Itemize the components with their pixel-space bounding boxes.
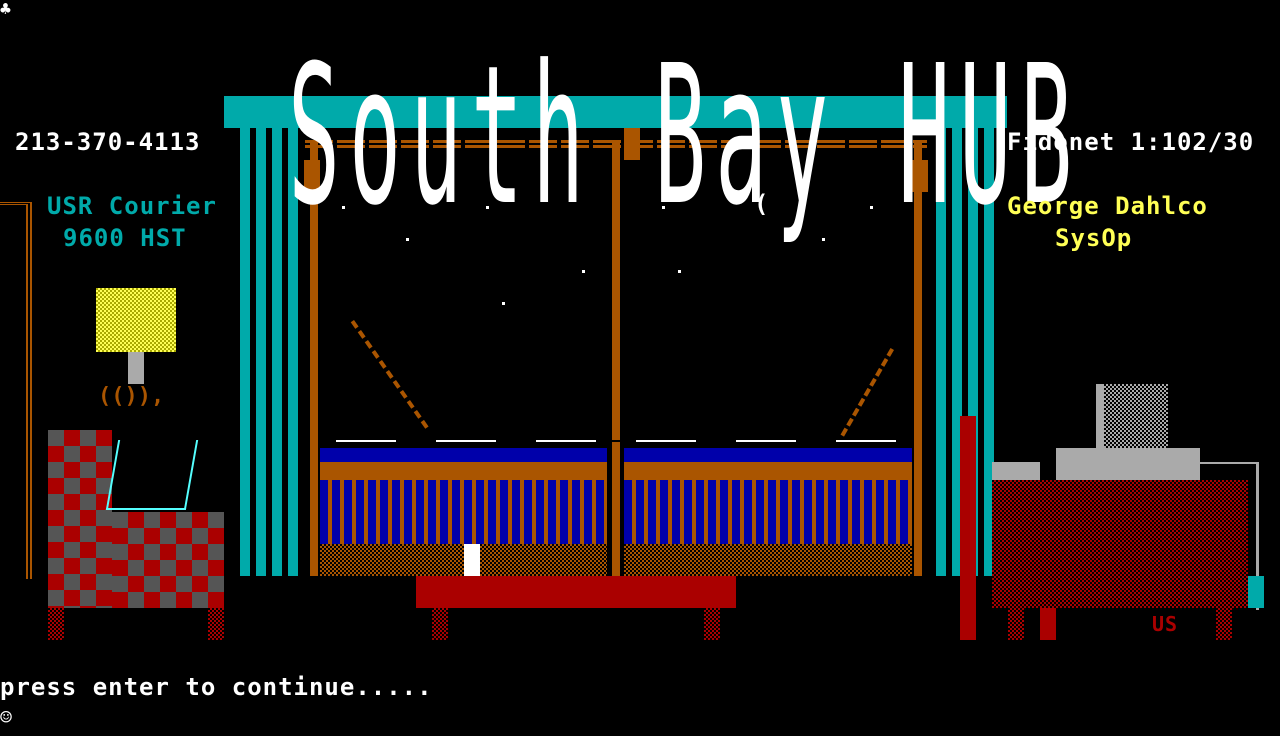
star (582, 270, 585, 273)
smiley-cursor-icon: ☺ (0, 705, 13, 729)
wall-base (320, 544, 607, 576)
modem-speed: 9600 HST (63, 224, 187, 252)
window-post-cap (624, 128, 640, 160)
wall-base (624, 544, 912, 576)
star (870, 206, 873, 209)
coffee-table (416, 576, 736, 608)
curtain-tie-left (350, 317, 432, 429)
cursor-block (464, 544, 480, 576)
door-post (960, 416, 976, 640)
computer-case (1056, 448, 1200, 480)
lamp-stem (128, 352, 144, 384)
sill-blue (320, 448, 607, 462)
window-post-middle (612, 140, 620, 576)
table-leg (704, 608, 720, 640)
left-curtain (240, 128, 298, 576)
cable (1200, 462, 1259, 610)
sill-brown (624, 462, 912, 480)
glass-icon (105, 440, 199, 510)
lamp-base: (()), (98, 384, 165, 409)
modem-box (1248, 576, 1264, 608)
curtain-rod (224, 96, 1007, 128)
star (342, 206, 345, 209)
star (678, 270, 681, 273)
table-leg (432, 608, 448, 640)
chair-leg (208, 608, 224, 640)
desk-leg (1040, 608, 1056, 640)
continue-prompt[interactable]: press enter to continue..... (0, 673, 433, 701)
modem-type: USR Courier (47, 192, 217, 220)
window-sill (336, 440, 912, 442)
star (502, 302, 505, 305)
window-post-right (914, 140, 922, 576)
sill-brown (320, 462, 607, 480)
armchair (48, 430, 112, 608)
star (822, 238, 825, 241)
curtain-tie-right (840, 348, 898, 439)
wall-frame (0, 202, 32, 579)
armchair (112, 512, 224, 608)
window-post-cap (304, 160, 320, 192)
radiator (624, 480, 912, 544)
window-post-left (310, 140, 318, 576)
desk-label: US (1152, 612, 1179, 636)
star (486, 206, 489, 209)
star (406, 238, 409, 241)
desk-leg (1008, 608, 1024, 640)
monitor-frame (1096, 384, 1104, 448)
radiator (320, 480, 607, 544)
fidonet-address: Fidonet 1:102/30 (1007, 128, 1255, 156)
sill-blue (624, 448, 912, 462)
chair-leg (48, 608, 64, 640)
computer-desk (992, 480, 1248, 608)
window-post-cap (912, 160, 928, 192)
club-icon: ♣ (0, 0, 11, 20)
desk-leg (1216, 608, 1232, 640)
sysop-name: George Dahlco (1007, 192, 1208, 220)
keyboard (992, 462, 1040, 480)
phone-number: 213-370-4113 (15, 128, 201, 156)
bbs-title: South Bay HUB (288, 24, 1082, 248)
moon-icon: ( (754, 190, 769, 218)
star (662, 206, 665, 209)
sysop-role: SysOp (1055, 224, 1133, 252)
monitor-screen (1104, 384, 1168, 448)
lamp-shade (96, 288, 176, 352)
